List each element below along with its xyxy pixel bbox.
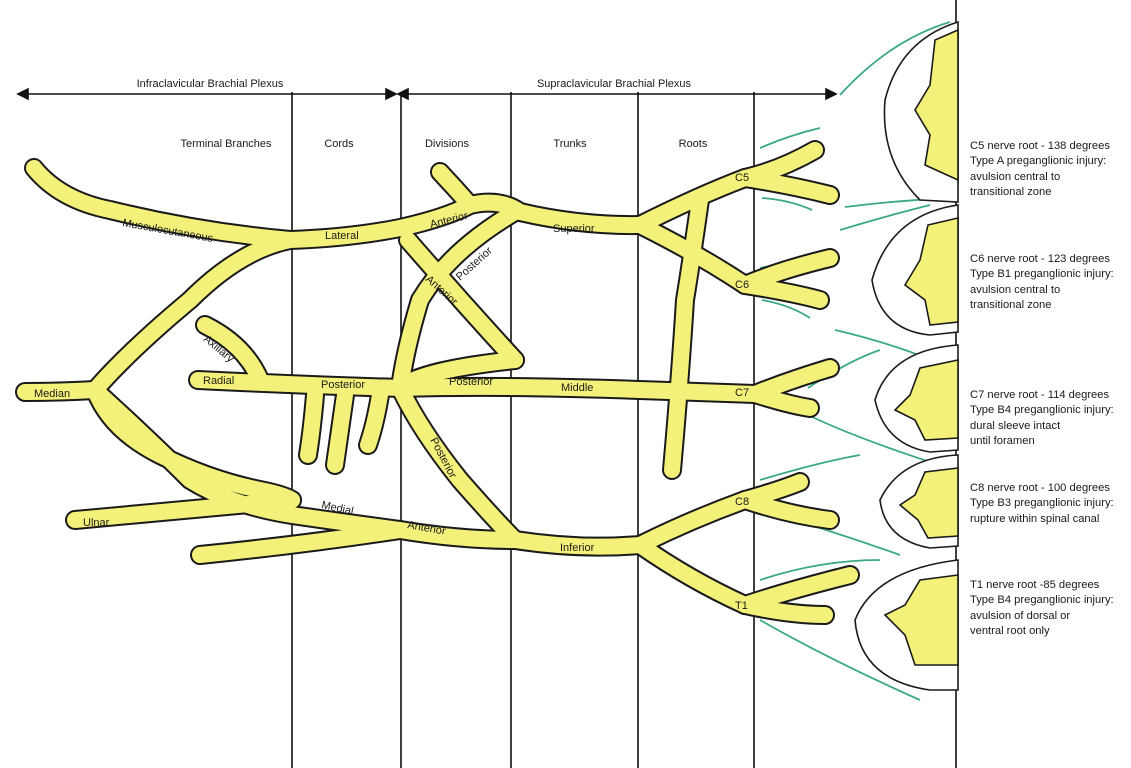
label-root-t1: T1	[735, 600, 748, 612]
annotation-c7-line: Type B4 preganglionic injury:	[970, 404, 1114, 417]
label-posterior-middle: Posterior	[449, 376, 493, 388]
label-inferior-trunk: Inferior	[560, 542, 595, 554]
nerve-plexus	[15, 140, 860, 625]
sheath-c5-upper	[759, 127, 821, 149]
cord-grey-t1	[883, 574, 959, 666]
label-ulnar: Ulnar	[83, 517, 110, 529]
cord-grey-c7	[893, 359, 959, 441]
sheath-t1-upper	[759, 559, 881, 581]
sheath-c5-lower	[761, 197, 813, 211]
label-median: Median	[34, 388, 70, 400]
annotation-c5-line: transitional zone	[970, 185, 1052, 198]
annotation-c7: C7 nerve root - 114 degrees Type B4 preg…	[970, 388, 1128, 449]
label-posterior-cord: Posterior	[321, 379, 365, 391]
label-root-c5: C5	[735, 172, 749, 184]
annotation-c7-line: C7 nerve root - 114 degrees	[970, 389, 1110, 401]
annotation-c8-line: rupture within spinal canal	[970, 512, 1100, 525]
label-middle-trunk: Middle	[561, 382, 593, 394]
annotation-t1-line: T1 nerve root -85 degrees	[970, 579, 1100, 591]
annotation-c8-line: C8 nerve root - 100 degrees	[970, 482, 1110, 494]
supraclavicular-header: Supraclavicular Brachial Plexus	[537, 78, 692, 90]
label-root-c6: C6	[735, 279, 749, 291]
annotation-c6-line: avulsion central to	[970, 283, 1061, 296]
nerve-fills	[17, 142, 858, 623]
header-arrows	[16, 87, 838, 101]
column-trunks: Trunks	[553, 138, 587, 150]
annotation-c5-line: avulsion central to	[970, 170, 1061, 183]
infraclavicular-arrow-left	[16, 87, 29, 101]
annotation-c5-line: C5 nerve root - 138 degrees	[970, 140, 1110, 152]
sheath-top	[839, 21, 951, 96]
supraclavicular-arrow-left	[396, 87, 409, 101]
sheath-c6-lower	[761, 299, 811, 319]
cord-grey-c8	[898, 467, 959, 539]
sheath-c6-top	[839, 204, 931, 231]
annotation-c8: C8 nerve root - 100 degrees Type B3 preg…	[970, 481, 1128, 527]
supraclavicular-arrow-right	[825, 87, 838, 101]
annotation-t1-line: avulsion of dorsal or	[970, 609, 1071, 622]
column-divisions: Divisions	[425, 138, 470, 150]
annotation-c6: C6 nerve root - 123 degrees Type B1 preg…	[970, 252, 1128, 313]
annotation-t1: T1 nerve root -85 degrees Type B4 pregan…	[970, 578, 1128, 639]
cord-grey-c6	[903, 216, 959, 326]
infraclavicular-arrow-right	[385, 87, 398, 101]
sheath-t1-lower	[759, 619, 921, 701]
annotation-c6-line: C6 nerve root - 123 degrees	[970, 253, 1110, 265]
annotation-c6-line: transitional zone	[970, 298, 1052, 311]
infraclavicular-header: Infraclavicular Brachial Plexus	[137, 78, 284, 90]
label-superior-trunk: Superior	[553, 223, 595, 235]
annotation-c6-line: Type B1 preganglionic injury:	[970, 268, 1114, 281]
annotation-t1-line: Type B4 preganglionic injury:	[970, 594, 1114, 607]
annotation-c8-line: Type B3 preganglionic injury:	[970, 497, 1114, 510]
annotation-c5: C5 nerve root - 138 degrees Type A prega…	[970, 139, 1128, 200]
label-root-c7: C7	[735, 387, 749, 399]
column-roots: Roots	[679, 138, 708, 150]
column-terminal-branches: Terminal Branches	[180, 138, 272, 150]
sheath-c8-upper	[759, 454, 861, 481]
annotation-c7-line: dural sleeve intact	[970, 419, 1061, 432]
column-cords: Cords	[324, 138, 354, 150]
cord-grey-c5	[914, 28, 959, 182]
spinal-cord-sections	[854, 20, 959, 691]
label-radial: Radial	[203, 375, 234, 387]
label-lateral-cord: Lateral	[325, 230, 359, 242]
annotation-c7-line: until foramen	[970, 434, 1035, 447]
label-root-c8: C8	[735, 496, 749, 508]
annotation-c5-line: Type A preganglionic injury:	[970, 155, 1107, 168]
annotation-t1-line: ventral root only	[970, 624, 1050, 637]
